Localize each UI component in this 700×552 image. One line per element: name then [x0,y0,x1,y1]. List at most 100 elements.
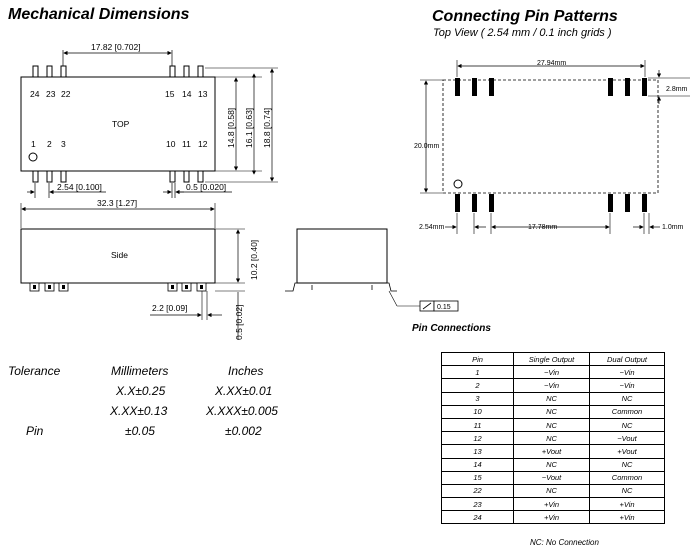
dim-18-8: 18.8 [0.74] [262,108,272,148]
cell-single: NC [513,417,590,433]
cell-single: +Vout [513,444,590,459]
cell-single: −Vin [513,365,590,380]
dim-0-5: 0.5 [0.020] [186,182,226,192]
pin-label-23: 23 [46,89,56,99]
cell-pin: 10 [441,404,514,419]
cell-pin: 23 [441,497,514,512]
pin-label-14: 14 [182,89,192,99]
top-label: TOP [112,119,130,129]
tolerance-pin-label: Pin [26,424,44,438]
cell-single: NC [513,404,590,419]
cell-dual: NC [589,417,665,433]
pin1-marker-icon [28,152,38,162]
dim-2-54: 2.54 [0.100] [57,182,102,192]
dim-17-78mm: 17.78mm [528,224,557,231]
dim-2-2: 2.2 [0.09] [152,303,187,313]
table-row: 1−Vin−Vin [441,365,665,380]
cell-single: +Vin [513,497,590,512]
dim-16-1: 16.1 [0.63] [244,108,254,148]
tolerance-mm-2: X.XX±0.13 [110,404,168,418]
pattern-outline [442,79,659,194]
dim-2-8: 2.8mm [666,86,688,93]
cell-dual: +Vout [589,444,665,459]
tolerance-mm-3: ±0.05 [125,424,155,438]
pattern-pin1-icon [453,179,463,189]
side-view-diagram: 32.3 [1.27] Side 10.2 [0.40] 2.2 [0.09] … [20,198,459,340]
table-header-row: Pin Single Output Dual Output [441,351,665,367]
tolerance-in-header: Inches [228,364,264,378]
cell-single: NC [513,431,590,446]
cell-pin: 24 [441,510,514,525]
header-single-output: Single Output [513,351,590,367]
side-body-outline [20,228,216,284]
flatness-value: 0.15 [437,304,451,311]
cell-pin: 1 [441,365,514,380]
cell-single: +Vin [513,510,590,525]
pin-label-15: 15 [165,89,175,99]
pin-label-24: 24 [30,89,40,99]
tolerance-label: Tolerance [8,364,61,378]
cell-pin: 3 [441,391,514,406]
cell-dual: Common [589,470,665,485]
cell-dual: Common [589,404,665,419]
cell-dual: −Vin [589,378,665,393]
cell-single: NC [513,483,590,499]
table-row: 13+Vout+Vout [441,444,665,459]
cell-dual: +Vin [589,510,665,525]
pin-connections-heading: Pin Connections [412,323,491,334]
cell-single: −Vin [513,378,590,393]
pin-connections-table: Pin Single Output Dual Output 1−Vin−Vin … [441,351,665,525]
dim-0-5-thick: 0.5 [0.02] [234,305,244,340]
cell-pin: 2 [441,378,514,393]
tolerance-in-3: ±0.002 [225,424,262,438]
top-view-diagram: TOP 24 23 22 15 14 13 1 2 3 10 11 12 17.… [20,42,278,198]
dim-10-2: 10.2 [0.40] [249,240,259,280]
table-row: 23+Vin+Vin [441,497,665,512]
pin-label-12: 12 [198,139,208,149]
dim-32-3: 32.3 [1.27] [97,198,137,208]
top-body-outline [20,76,216,172]
pin-label-13: 13 [198,89,208,99]
table-row: 2−Vin−Vin [441,378,665,393]
cell-pin: 15 [441,470,514,485]
pin-label-3: 3 [61,139,66,149]
cell-pin: 22 [441,483,514,499]
dim-17-82: 17.82 [0.702] [91,42,141,52]
nc-footnote: NC: No Connection [530,538,599,547]
cell-single: NC [513,391,590,406]
tolerance-in-1: X.XX±0.01 [215,384,273,398]
header-dual-output: Dual Output [589,351,665,367]
table-row: 24+Vin+Vin [441,510,665,525]
dim-27-94: 27.94mm [537,60,566,67]
tolerance-mm-1: X.X±0.25 [116,384,166,398]
cell-pin: 11 [441,417,514,433]
cell-single: −Vout [513,470,590,485]
header-pin: Pin [441,351,514,367]
connecting-pin-patterns-title: Connecting Pin Patterns [432,8,618,25]
pin-label-22: 22 [61,89,71,99]
tolerance-mm-header: Millimeters [111,364,169,378]
pin-label-2: 2 [47,139,52,149]
side-label: Side [111,250,128,260]
dim-1-0mm: 1.0mm [662,224,684,231]
top-view-subtitle: Top View ( 2.54 mm / 0.1 inch grids ) [433,27,612,39]
cell-pin: 14 [441,457,514,472]
pin-pattern-diagram: 27.94mm 2.8mm 20.0mm 2.54mm 17.78mm 1.0m… [414,60,690,234]
cell-pin: 13 [441,444,514,459]
mechanical-dimensions-title: Mechanical Dimensions [8,6,190,23]
cell-dual: −Vin [589,365,665,380]
cell-dual: NC [589,457,665,472]
tolerance-in-2: X.XXX±0.005 [206,404,278,418]
end-view-outline [296,228,388,284]
cell-dual: NC [589,391,665,406]
pin-label-10: 10 [166,139,176,149]
cell-dual: NC [589,483,665,499]
